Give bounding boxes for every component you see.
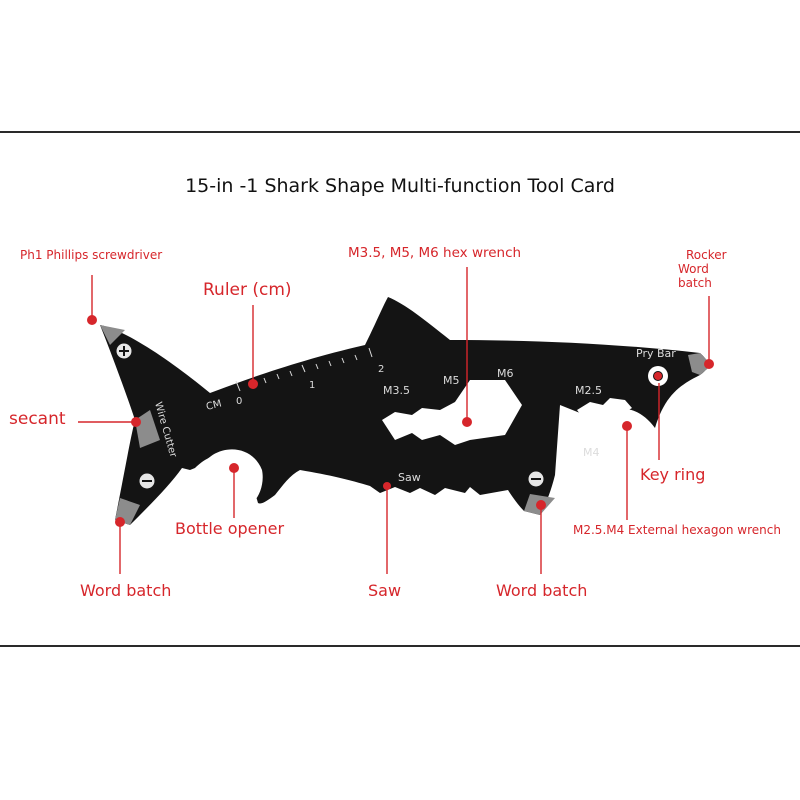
etched-saw: Saw: [398, 471, 421, 484]
label-rocker-word: Word: [678, 262, 709, 276]
label-phillips-screwdriver: Ph1 Phillips screwdriver: [20, 248, 163, 262]
etched-ruler-2: 2: [378, 364, 384, 375]
tail-left-edge: [135, 410, 160, 448]
label-external-hex-wrench: M2.5.M4 External hexagon wrench: [573, 523, 781, 537]
plus-icon: [119, 346, 129, 356]
etched-cm: CM: [205, 398, 223, 412]
page-title: 15-in -1 Shark Shape Multi-function Tool…: [185, 175, 615, 197]
leader-dots: [87, 315, 714, 527]
label-rocker: Rocker: [686, 248, 727, 262]
label-hex-wrench: M3.5, M5, M6 hex wrench: [348, 245, 522, 261]
label-secant: secant: [9, 409, 66, 429]
label-key-ring: Key ring: [640, 465, 706, 484]
nose-edge: [688, 353, 712, 375]
etched-m25: M2.5: [575, 384, 602, 397]
label-ruler: Ruler (cm): [203, 280, 292, 300]
hex-notch-lower: [572, 420, 598, 448]
hex-wrench-cutout: [382, 380, 522, 445]
etched-pry-bar: Pry Bar: [636, 347, 676, 360]
etched-m4: M4: [583, 446, 600, 459]
label-word-batch-left: Word batch: [80, 581, 172, 600]
etched-ruler-1: 1: [309, 380, 315, 391]
bottle-opener-cutout: [200, 449, 263, 505]
leader-lines: [78, 267, 710, 574]
top-border: [0, 131, 800, 133]
etched-m35: M3.5: [383, 384, 410, 397]
label-rocker-batch: batch: [678, 276, 712, 290]
label-bottle-opener: Bottle opener: [175, 519, 285, 538]
label-word-batch-right: Word batch: [496, 581, 588, 600]
bottom-border: [0, 645, 800, 647]
tail-tip-top-edge: [100, 325, 125, 345]
etched-m6: M6: [497, 367, 514, 380]
external-hex-cutout: [577, 398, 632, 425]
label-saw: Saw: [368, 581, 402, 600]
etched-ruler-0: 0: [236, 396, 242, 407]
etched-m5: M5: [443, 374, 460, 387]
